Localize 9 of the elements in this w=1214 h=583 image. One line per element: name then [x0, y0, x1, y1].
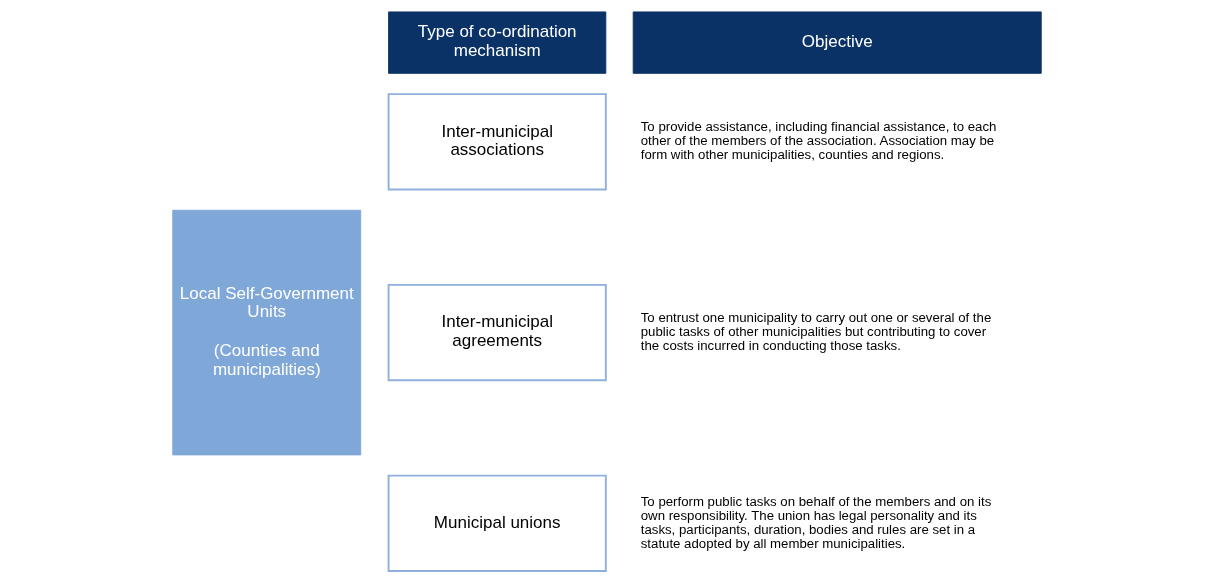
node-box: Inter-municipal agreements — [387, 283, 607, 382]
node-box: Local Self-Government Units (Counties and municipalities) — [172, 209, 362, 456]
node-label: To perform public tasks on behalf of the members and on its own responsibility. The union has legal personality and its tasks, participants, duration, bodies and rules are set in a statute adopted by all member municipalities. — [640, 493, 992, 552]
node-label: To entrust one municipality to carry out one or several of the public tasks of other municipalities but contributing to cover the costs incurred in conducting those tasks. — [640, 309, 992, 354]
node-box: Municipal unions — [387, 474, 607, 572]
node-label: To provide assistance, including financial assistance, to each other of the members of the association. Association may be form with other municipalities, counties and regions. — [640, 119, 997, 163]
node-box: Objective — [632, 11, 1042, 74]
node-box: Inter-municipal associations — [387, 93, 607, 191]
node-box: Type of co-ordination mechanism — [388, 11, 607, 74]
